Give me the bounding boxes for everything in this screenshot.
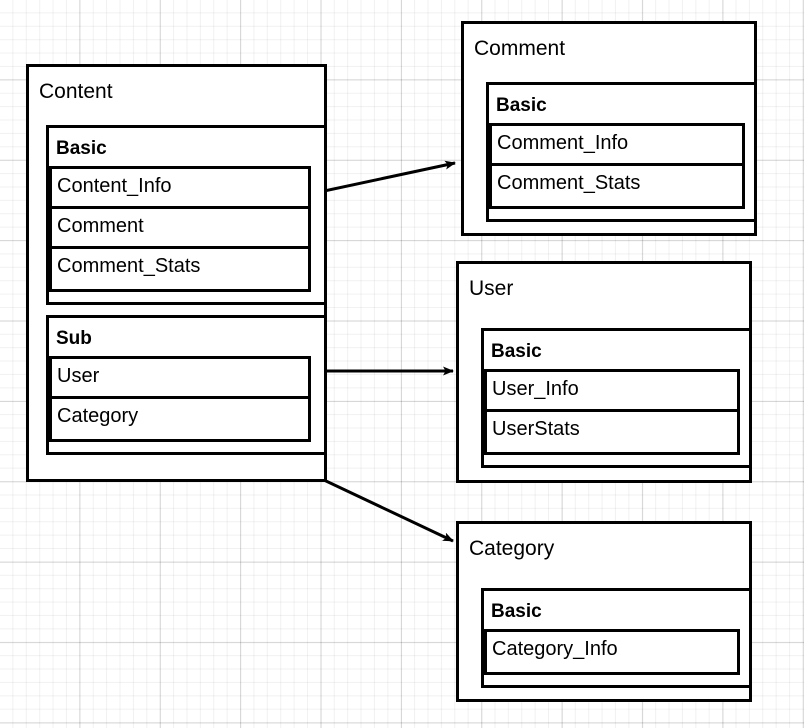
attribute-row[interactable]: Category [57, 405, 139, 427]
class-title-user: User [469, 277, 514, 300]
compartment-comment-basic: Basic Comment_Info Comment_Stats [486, 82, 757, 222]
attribute-list-comment-basic: Comment_Info Comment_Stats [489, 123, 745, 209]
attribute-row[interactable]: User [52, 359, 308, 399]
attribute-row[interactable]: Comment_Stats [497, 172, 641, 194]
compartment-title-basic: Basic [491, 341, 542, 362]
attribute-row[interactable]: Comment_Info [492, 126, 742, 166]
compartment-title-basic: Basic [496, 95, 547, 116]
attribute-list-content-basic: Content_Info Comment Comment_Stats [49, 166, 311, 292]
compartment-content-sub: Sub User Category [46, 315, 327, 455]
attribute-list-user-basic: User_Info UserStats [484, 369, 740, 455]
class-title-category: Category [469, 537, 555, 560]
compartment-title-basic: Basic [56, 138, 107, 159]
compartment-title-sub: Sub [56, 328, 92, 349]
class-box-content[interactable]: Content Basic Content_Info Comment Comme… [26, 64, 327, 482]
attribute-row[interactable]: Content_Info [52, 169, 308, 209]
attribute-row[interactable]: User_Info [487, 372, 737, 412]
attribute-row[interactable]: Comment [52, 209, 308, 249]
attribute-row[interactable]: UserStats [492, 418, 580, 440]
compartment-category-basic: Basic Category_Info [481, 588, 752, 688]
compartment-user-basic: Basic User_Info UserStats [481, 328, 752, 468]
class-box-comment[interactable]: Comment Basic Comment_Info Comment_Stats [461, 21, 757, 236]
attribute-row[interactable]: Category_Info [492, 638, 618, 660]
class-box-category[interactable]: Category Basic Category_Info [456, 521, 752, 702]
attribute-list-category-basic: Category_Info [484, 629, 740, 675]
attribute-list-content-sub: User Category [49, 356, 311, 442]
class-title-comment: Comment [474, 37, 566, 60]
attribute-row[interactable]: Comment_Stats [57, 255, 201, 277]
class-title-content: Content [39, 80, 113, 103]
compartment-content-basic: Basic Content_Info Comment Comment_Stats [46, 125, 327, 305]
compartment-title-basic: Basic [491, 601, 542, 622]
class-box-user[interactable]: User Basic User_Info UserStats [456, 261, 752, 483]
